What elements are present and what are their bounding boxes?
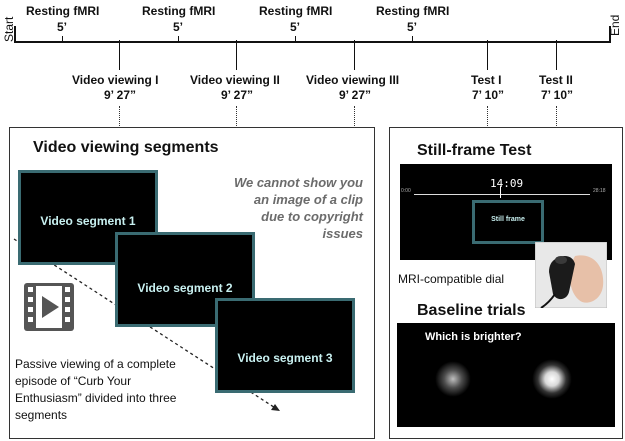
baseline-question: Which is brighter?: [425, 331, 522, 343]
timeline-start-tick: [14, 26, 16, 42]
resting-tick-4: [412, 36, 413, 43]
slider-end-label: 28:18: [593, 188, 606, 194]
video-description-line-3: Enthusiasm” divided into three: [15, 391, 177, 405]
task-label-4: Test I: [471, 73, 502, 87]
still-frame-test-panel: Still-frame Test 14:09 0:00 28:18 Still …: [389, 127, 623, 439]
video-panel-title: Video viewing segments: [33, 139, 219, 156]
resting-duration-2: 5’: [172, 20, 183, 34]
slider-track: [414, 194, 590, 195]
dial-photo-icon: [535, 242, 607, 308]
copyright-note-line-2: an image of a clip: [253, 192, 363, 207]
task-duration-1: 9’ 27”: [103, 88, 137, 102]
timeline-end-tick: [609, 26, 611, 42]
resting-tick-2: [178, 36, 179, 43]
task-tick-4: [487, 40, 488, 70]
task-tick-2: [236, 40, 237, 70]
copyright-note: We cannot show you an image of a clip du…: [175, 174, 363, 242]
still-frame-box: Still frame: [472, 200, 544, 244]
copyright-note-line-3: due to copyright: [261, 209, 363, 224]
task-duration-2: 9’ 27”: [220, 88, 254, 102]
copyright-note-line-1: We cannot show you: [233, 175, 363, 190]
resting-duration-1: 5’: [56, 20, 67, 34]
connector-4: [487, 106, 488, 126]
still-frame-label: Still frame: [491, 216, 525, 223]
task-duration-5: 7’ 10”: [540, 88, 574, 102]
baseline-screen: Which is brighter?: [397, 323, 615, 427]
task-tick-1: [119, 40, 120, 70]
dial-label: MRI-compatible dial: [398, 272, 505, 286]
dim-spot: [435, 361, 471, 397]
resting-label-1: Resting fMRI: [26, 4, 100, 18]
video-segment-2-label: Video segment 2: [137, 281, 233, 295]
film-play-icon: [24, 283, 74, 331]
resting-label-2: Resting fMRI: [142, 4, 216, 18]
slider-time: 14:09: [490, 177, 524, 190]
test-panel-title: Still-frame Test: [417, 142, 532, 159]
connector-5: [556, 106, 557, 126]
resting-tick-1: [62, 36, 63, 43]
video-description-line-1: Passive viewing of a complete: [15, 357, 176, 371]
task-label-5: Test II: [539, 73, 573, 87]
video-viewing-panel: Video viewing segments Video segment 1 V…: [9, 127, 375, 439]
task-tick-3: [354, 40, 355, 70]
connector-2: [236, 106, 237, 126]
slider-handle: [500, 186, 501, 198]
task-label-3: Video viewing III: [306, 73, 400, 87]
video-description: Passive viewing of a complete episode of…: [15, 356, 215, 424]
task-label-1: Video viewing I: [72, 73, 159, 87]
task-tick-5: [556, 40, 557, 70]
video-description-line-2: episode of “Curb Your: [15, 374, 132, 388]
bright-spot: [532, 359, 572, 399]
connector-1: [119, 106, 120, 126]
resting-duration-3: 5’: [289, 20, 300, 34]
video-segment-3: Video segment 3: [215, 298, 355, 393]
task-label-2: Video viewing II: [190, 73, 280, 87]
task-duration-3: 9’ 27”: [338, 88, 372, 102]
resting-duration-4: 5’: [406, 20, 417, 34]
slider-start-label: 0:00: [401, 188, 411, 194]
resting-label-4: Resting fMRI: [376, 4, 450, 18]
video-description-line-4: segments: [15, 408, 68, 422]
resting-label-3: Resting fMRI: [259, 4, 333, 18]
timeline: Start End Resting fMRI Resting fMRI Rest…: [0, 0, 625, 130]
baseline-title: Baseline trials: [417, 302, 526, 319]
timeline-axis: [14, 41, 611, 43]
video-segment-3-label: Video segment 3: [237, 351, 333, 365]
resting-tick-3: [295, 36, 296, 43]
video-segment-1-label: Video segment 1: [40, 214, 136, 228]
copyright-note-line-4: issues: [322, 226, 363, 241]
task-duration-4: 7’ 10”: [471, 88, 505, 102]
connector-3: [354, 106, 355, 126]
